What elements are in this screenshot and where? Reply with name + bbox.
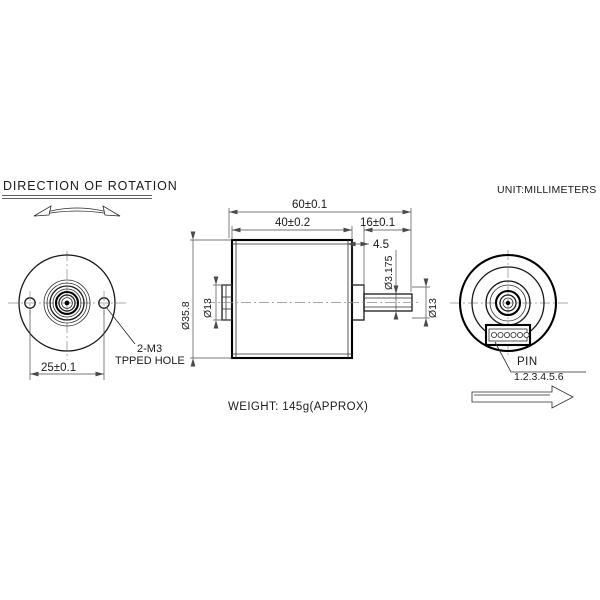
- pin-2: [497, 331, 504, 338]
- rear-face-view: PIN 1.2.3.4.5.6: [450, 250, 586, 409]
- front-face-view: 2-M3 TPPED HOLE 25±0.1: [8, 251, 185, 380]
- body-length-value: 40±0.2: [275, 217, 310, 229]
- pin-6: [523, 331, 530, 338]
- rear-bearing-outer: [494, 289, 522, 317]
- rear-boss-diameter-dimension: Ø13: [202, 276, 232, 329]
- front-bearing-inner: [58, 294, 76, 312]
- shaft-diameter-dimension: Ø3.175: [383, 250, 399, 320]
- pin-numbers: 1.2.3.4.5.6: [514, 371, 564, 383]
- front-hub-ring-2: [52, 288, 82, 318]
- rotation-direction-block-arrow: [471, 385, 574, 409]
- front-boss-diameter-dimension: Ø13: [412, 278, 439, 327]
- rear-hub-ring-mid: [489, 284, 527, 322]
- shaft-step-value: 4.5: [373, 239, 389, 251]
- pin-connector: [484, 323, 532, 347]
- front-boss-diameter-value: Ø13: [427, 298, 439, 318]
- direction-of-rotation-block: DIRECTION OF ROTATION: [2, 179, 178, 217]
- tapped-hole-note-type: TPPED HOLE: [115, 355, 185, 367]
- side-section-view: 60±0.1 40±0.2 16±0.1 4.5 Ø3.175: [180, 199, 439, 367]
- block-arrow-shape: [471, 385, 574, 409]
- rear-boss-diameter-value: Ø13: [202, 298, 214, 318]
- rotation-arrowhead-left: [33, 205, 52, 217]
- rear-shaft-center: [505, 300, 511, 306]
- pin-3: [503, 331, 510, 338]
- rear-outer-circle: [458, 253, 558, 353]
- front-shaft-center: [64, 300, 70, 306]
- pin-5: [517, 331, 524, 338]
- front-hub-ring-3: [49, 285, 85, 321]
- shaft-length-dimension: 16±0.1: [360, 217, 411, 292]
- rotation-arrowhead-right: [102, 205, 121, 217]
- front-hub-ring-5: [43, 279, 91, 327]
- shaft-diameter-value: Ø3.175: [383, 255, 395, 290]
- rotation-arc-arrow: [33, 205, 121, 217]
- direction-of-rotation-title: DIRECTION OF ROTATION: [3, 179, 178, 193]
- hole-spacing-value: 25±0.1: [41, 362, 76, 374]
- pin-4: [510, 331, 517, 338]
- rear-bearing-inner: [499, 294, 517, 312]
- overall-length-dimension: 60±0.1: [228, 199, 412, 292]
- weight-note: WEIGHT: 145g(APPROX): [228, 401, 368, 413]
- tapped-hole-note-size: 2-M3: [137, 343, 162, 355]
- pin-label-leader: [494, 341, 586, 373]
- front-shaft-circle: [61, 297, 73, 309]
- unit-note: UNIT:MILLIMETERS: [497, 184, 596, 196]
- body-diameter-dimension: Ø35.8: [180, 231, 232, 367]
- pin-label: PIN: [517, 356, 538, 368]
- pin-1: [490, 331, 497, 338]
- front-hub-ring-4: [46, 282, 88, 324]
- shaft-step-dimension: 4.5: [347, 239, 389, 251]
- front-bearing-outer: [54, 290, 80, 316]
- overall-length-value: 60±0.1: [292, 199, 327, 211]
- shaft-length-value: 16±0.1: [360, 217, 395, 229]
- tapped-hole-leader: [105, 306, 136, 345]
- rear-shaft-circle: [502, 297, 514, 309]
- body-diameter-value: Ø35.8: [180, 301, 192, 330]
- hole-spacing-dimension: 25±0.1: [29, 310, 105, 380]
- body-length-dimension: 40±0.2: [231, 217, 353, 286]
- front-outer-circle: [18, 254, 116, 352]
